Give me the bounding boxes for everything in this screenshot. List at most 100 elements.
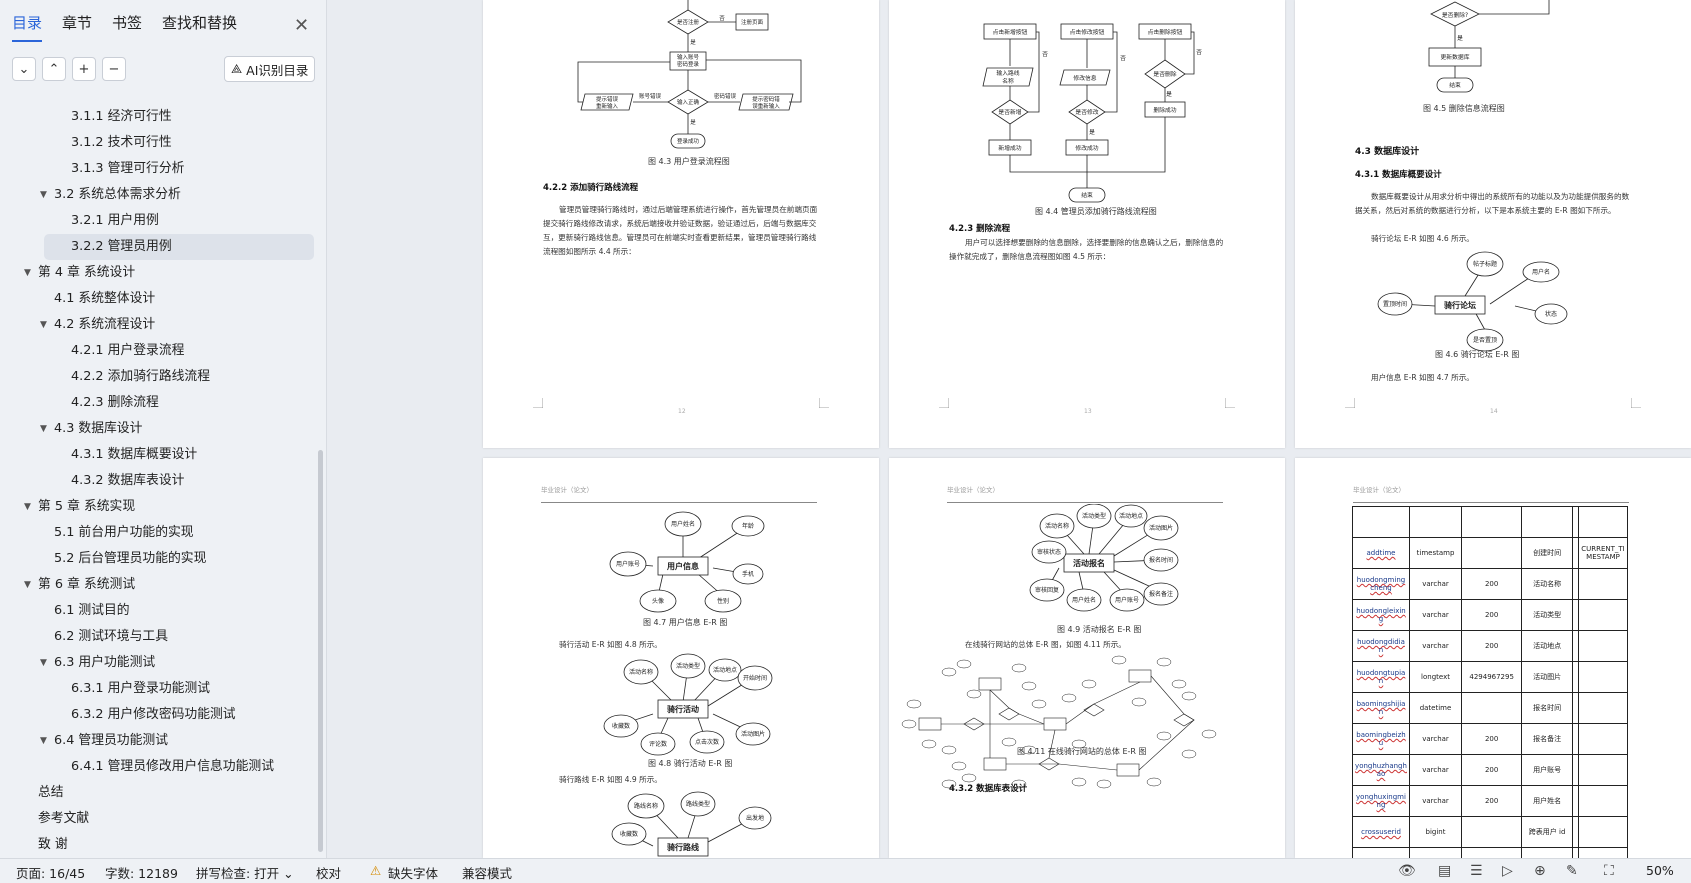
table-cell: 跨表用户 id <box>1521 816 1573 848</box>
label-no-1: 否 <box>1042 51 1048 58</box>
toc-item[interactable]: ▼4.2 系统流程设计 <box>0 312 316 338</box>
expand-arrow-icon[interactable]: ▼ <box>24 268 31 278</box>
toc-item[interactable]: ▼第 4 章 系统设计 <box>0 260 316 286</box>
expand-chevron-up-icon[interactable]: ⌃ <box>42 57 66 81</box>
missing-font-button[interactable]: 缺失字体 <box>388 866 439 881</box>
toc-item-label: 4.1 系统整体设计 <box>54 291 156 306</box>
node-add-success: 新增成功 <box>998 144 1021 152</box>
tab-chapters[interactable]: 章节 <box>62 14 93 32</box>
tab-bookmarks[interactable]: 书签 <box>112 14 143 32</box>
expand-arrow-icon[interactable]: ▼ <box>40 190 47 200</box>
remove-heading-minus-icon[interactable]: − <box>102 57 126 81</box>
table-cell: varchar <box>1408 630 1463 662</box>
expand-arrow-icon[interactable]: ▼ <box>40 320 47 330</box>
eye-icon[interactable]: 👁 <box>1398 863 1416 879</box>
toc-item[interactable]: ▼6.3 用户功能测试 <box>0 650 316 676</box>
page-indicator[interactable]: 页面: 16/45 <box>16 866 86 881</box>
toc-item[interactable]: 3.1.2 技术可行性 <box>0 130 316 156</box>
node-login-input-2: 密码登录 <box>677 60 700 68</box>
collapse-chevron-down-icon[interactable]: ⌄ <box>12 57 36 81</box>
toc-item[interactable]: 5.2 后台管理员功能的实现 <box>0 546 316 572</box>
toc-item[interactable]: ▼4.3 数据库设计 <box>0 416 316 442</box>
spell-check-toggle[interactable]: 拼写检查: 打开 ⌄ <box>196 866 294 881</box>
play-icon[interactable]: ▷ <box>1502 863 1513 879</box>
expand-arrow-icon[interactable]: ▼ <box>24 502 31 512</box>
toc-item-label: 4.3.1 数据库概要设计 <box>71 447 198 462</box>
er-attr-username: 用户名 <box>1532 268 1550 276</box>
document-page-15: 毕业设计（论文） 用户信息 用户姓名 年龄 用户账号 手机 头像 性别 <box>483 458 879 858</box>
er-attribute-ellipse <box>1021 681 1037 691</box>
fit-page-icon[interactable]: ⛶ <box>1604 863 1614 879</box>
table-cell: 用户姓名 <box>1521 785 1573 817</box>
page-view-icon[interactable]: ▤ <box>1438 863 1452 879</box>
document-page-13: 点击新增按钮 点击修改按钮 点击删除按钮 输入路线 名称 修改信息 是否删除 是… <box>889 0 1285 448</box>
toc-item[interactable]: 6.3.1 用户登录功能测试 <box>0 676 316 702</box>
expand-arrow-icon[interactable]: ▼ <box>40 736 47 746</box>
node-register-page: 注册页面 <box>741 18 764 26</box>
outline-view-icon[interactable]: ☰ <box>1470 863 1483 879</box>
toc-item[interactable]: 参考文献 <box>0 806 316 832</box>
pen-icon[interactable]: ✎ <box>1566 863 1578 879</box>
figure-caption-4-6: 图 4.6 骑行论坛 E-R 图 <box>1435 350 1520 359</box>
expand-arrow-icon[interactable]: ▼ <box>40 424 47 434</box>
toc-item[interactable]: 5.1 前台用户功能的实现 <box>0 520 316 546</box>
node-click-edit: 点击修改按钮 <box>1070 28 1105 36</box>
zoom-level[interactable]: 50% <box>1646 863 1674 878</box>
margin-corner-right <box>819 398 829 408</box>
close-icon[interactable]: ✕ <box>294 15 310 36</box>
er-attr-activity-image: 活动图片 <box>1149 524 1173 532</box>
toc-item[interactable]: ▼第 6 章 系统测试 <box>0 572 316 598</box>
toc-item[interactable]: 3.2.1 用户用例 <box>0 208 316 234</box>
page-number: 14 <box>1490 408 1498 415</box>
toc-item-label: 第 5 章 系统实现 <box>38 499 136 514</box>
node-error-retry-2: 重新输入 <box>596 102 619 110</box>
toc-item[interactable]: 6.3.2 用户修改密码功能测试 <box>0 702 316 728</box>
web-view-globe-icon[interactable]: ⊕ <box>1534 863 1546 879</box>
expand-arrow-icon[interactable]: ▼ <box>24 580 31 590</box>
toc-item[interactable]: 3.2.2 管理员用例 <box>44 234 314 260</box>
tab-toc[interactable]: 目录 <box>12 12 43 42</box>
proofread-button[interactable]: 校对 <box>316 866 342 881</box>
forum-er-diagram: 骑行论坛 帖子标题 用户名 置顶时间 状态 是否置顶 <box>1377 251 1568 352</box>
user-info-er-diagram: 用户信息 用户姓名 年龄 用户账号 手机 头像 性别 <box>609 511 765 613</box>
table-cell: 活动地点 <box>1521 630 1573 662</box>
node-login-input: 输入账号 <box>677 53 700 61</box>
toc-item[interactable]: 4.3.2 数据库表设计 <box>0 468 316 494</box>
node-login-success: 登录成功 <box>677 137 700 145</box>
toc-item[interactable]: ▼6.4 管理员功能测试 <box>0 728 316 754</box>
sidebar-tabs: 目录 章节 书签 查找和替换 <box>12 12 257 42</box>
ai-recognize-toc-button[interactable]: ⟁ AI识别目录 <box>224 56 316 82</box>
table-cell: bigint <box>1408 816 1463 848</box>
expand-arrow-icon[interactable]: ▼ <box>40 658 47 668</box>
toc-item[interactable]: 4.2.3 删除流程 <box>0 390 316 416</box>
er-attr-age: 年龄 <box>742 522 754 530</box>
toc-sidebar: 目录 章节 书签 查找和替换 ✕ ⌄ ⌃ + − ⟁ AI识别目录 3.1.1 … <box>0 0 327 858</box>
toc-item[interactable]: ▼ 第 5 章 系统实现 <box>0 494 316 520</box>
table-cell: baomingbeizhu <box>1352 723 1410 755</box>
node-is-add: 是否新增 <box>998 108 1021 116</box>
page-header: 毕业设计（论文） <box>947 486 999 494</box>
label-yes-2: 是 <box>1089 129 1095 136</box>
tab-find-replace[interactable]: 查找和替换 <box>162 14 238 32</box>
toc-item[interactable]: 致 谢 <box>0 832 316 858</box>
toc-item[interactable]: ▼3.2 系统总体需求分析 <box>0 182 316 208</box>
toc-item[interactable]: 4.2.2 添加骑行路线流程 <box>0 364 316 390</box>
add-heading-plus-icon[interactable]: + <box>72 57 96 81</box>
toc-item[interactable]: 6.4.1 管理员修改用户信息功能测试 <box>0 754 316 780</box>
toc-item-label: 6.3.2 用户修改密码功能测试 <box>71 707 236 722</box>
toc-item[interactable]: 4.3.1 数据库概要设计 <box>0 442 316 468</box>
toc-item[interactable]: 总结 <box>0 780 316 806</box>
toc-item[interactable]: 4.2.1 用户登录流程 <box>0 338 316 364</box>
toc-item[interactable]: 6.1 测试目的 <box>0 598 316 624</box>
table-cell: 用户账号 <box>1521 754 1573 786</box>
toc-item[interactable]: 6.2 测试环境与工具 <box>0 624 316 650</box>
table-cell <box>1571 847 1580 858</box>
toc-scrollbar[interactable] <box>318 450 323 852</box>
er-attr-review-status: 审核状态 <box>1037 548 1061 556</box>
toc-item[interactable]: 4.1 系统整体设计 <box>0 286 316 312</box>
er-attribute-ellipse <box>1071 777 1087 787</box>
toc-item[interactable]: 3.1.3 管理可行分析 <box>0 156 316 182</box>
toc-item[interactable]: 3.1.1 经济可行性 <box>0 104 316 130</box>
word-count[interactable]: 字数: 12189 <box>105 866 178 881</box>
